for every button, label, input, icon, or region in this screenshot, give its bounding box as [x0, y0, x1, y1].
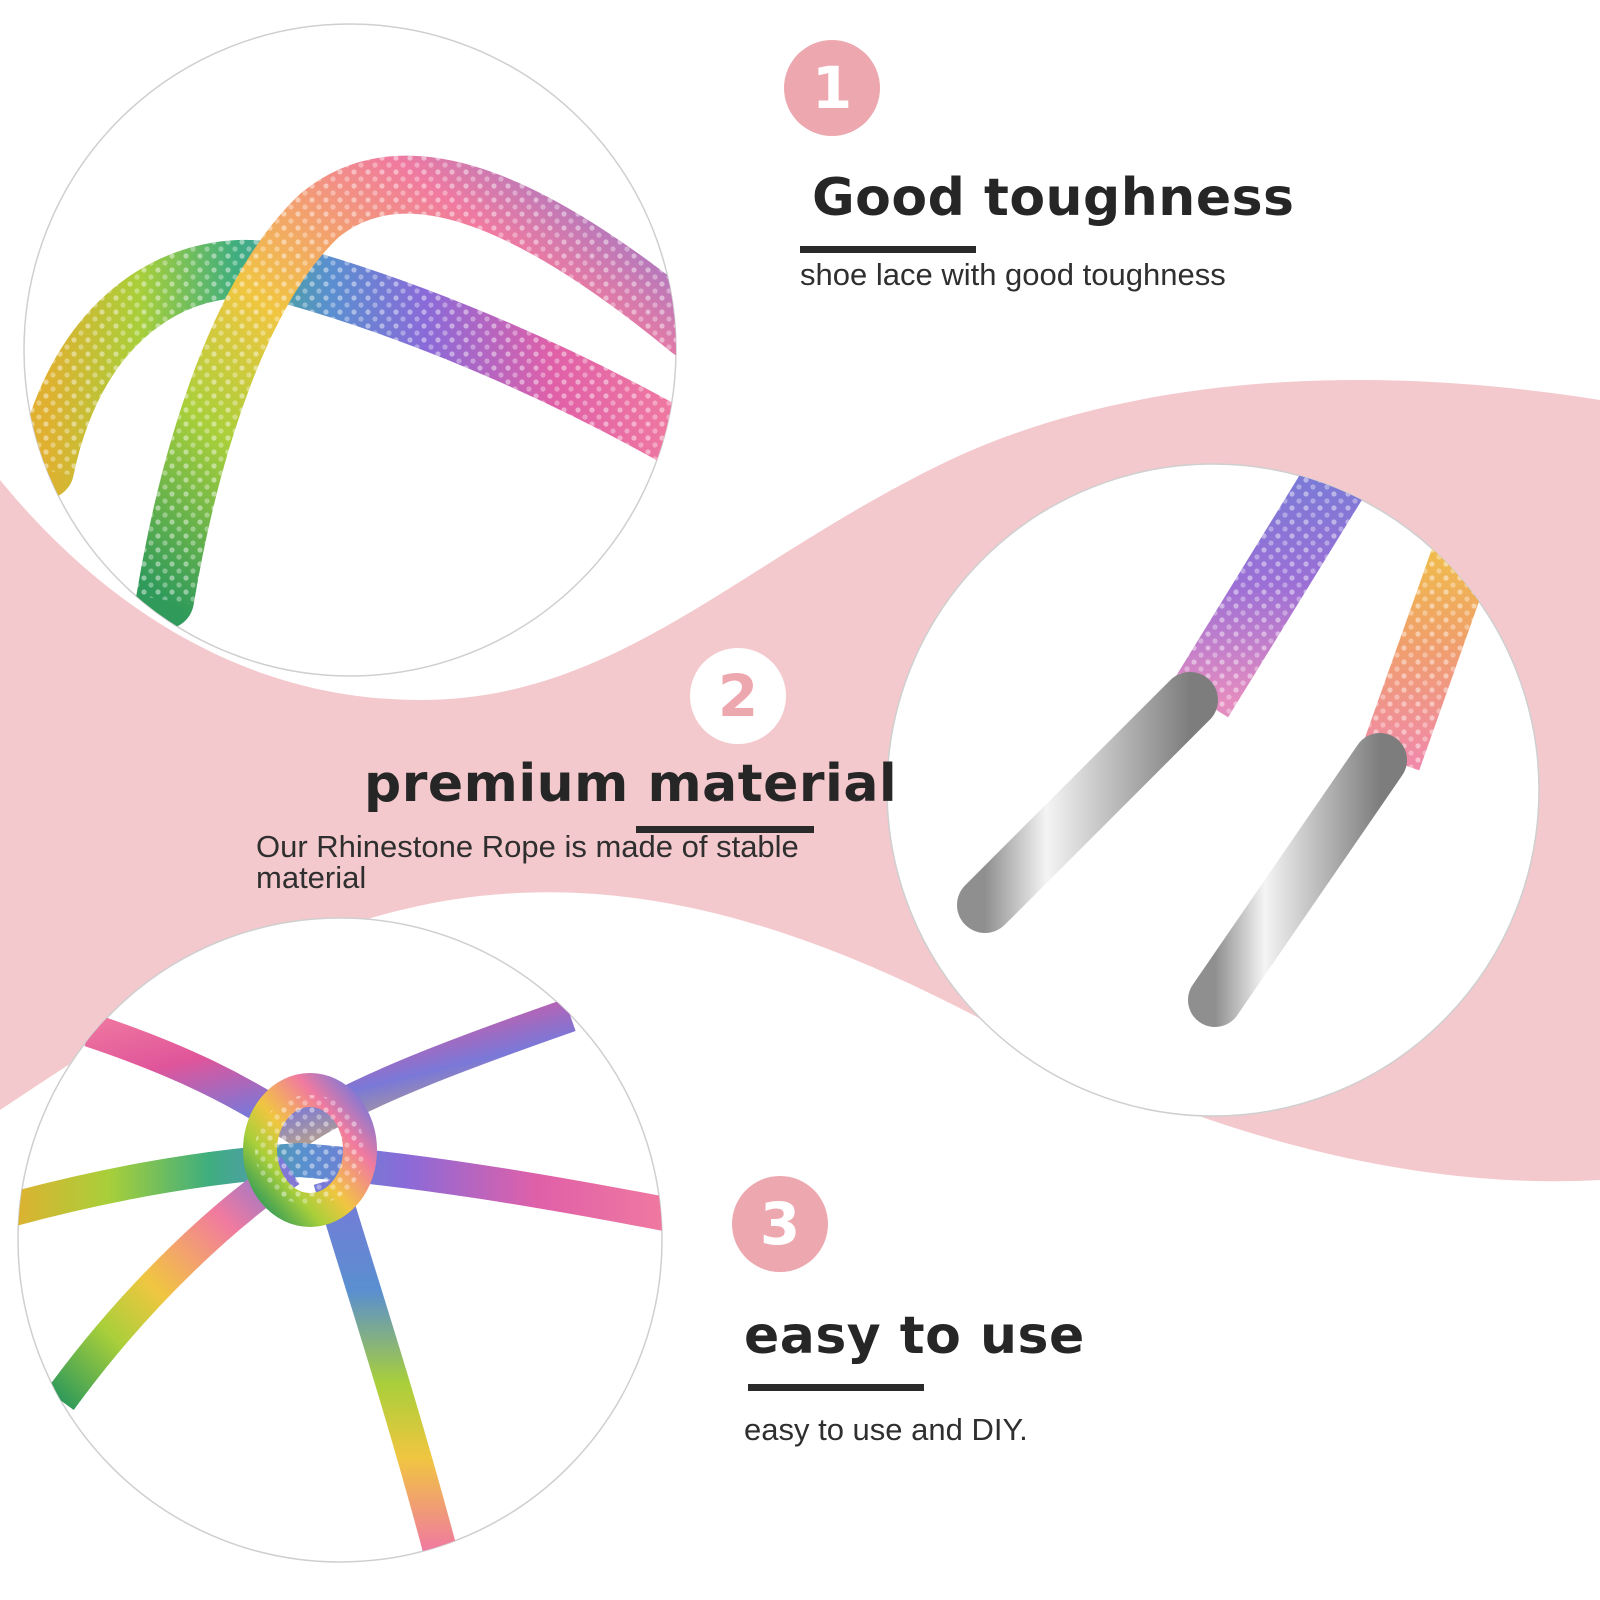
feature-description-3: easy to use and DIY. [744, 1412, 1028, 1447]
step-number-2: 2 [690, 648, 786, 744]
metal-aglet [957, 672, 1218, 933]
step-number-3: 3 [732, 1176, 828, 1272]
title-underline [748, 1384, 924, 1391]
rope-knot [255, 1095, 365, 1205]
feature-title-easy-to-use: easy to use [744, 1306, 1085, 1366]
rope-segment [136, 155, 676, 605]
circle-image-3 [17, 917, 663, 1563]
rope-segment [313, 1175, 457, 1555]
step-number-1: 1 [784, 40, 880, 136]
title-underline [636, 826, 814, 833]
title-underline [800, 246, 976, 253]
feature-description-2: Our Rhinestone Rope is made of stable ma… [256, 829, 799, 895]
circle-image-1 [23, 23, 677, 677]
metal-aglet [1188, 733, 1407, 1027]
feature-title-good-toughness: Good toughness [812, 168, 1295, 228]
feature-title-premium-material: premium material [364, 754, 898, 814]
feature-description-1: shoe lace with good toughness [800, 257, 1226, 292]
